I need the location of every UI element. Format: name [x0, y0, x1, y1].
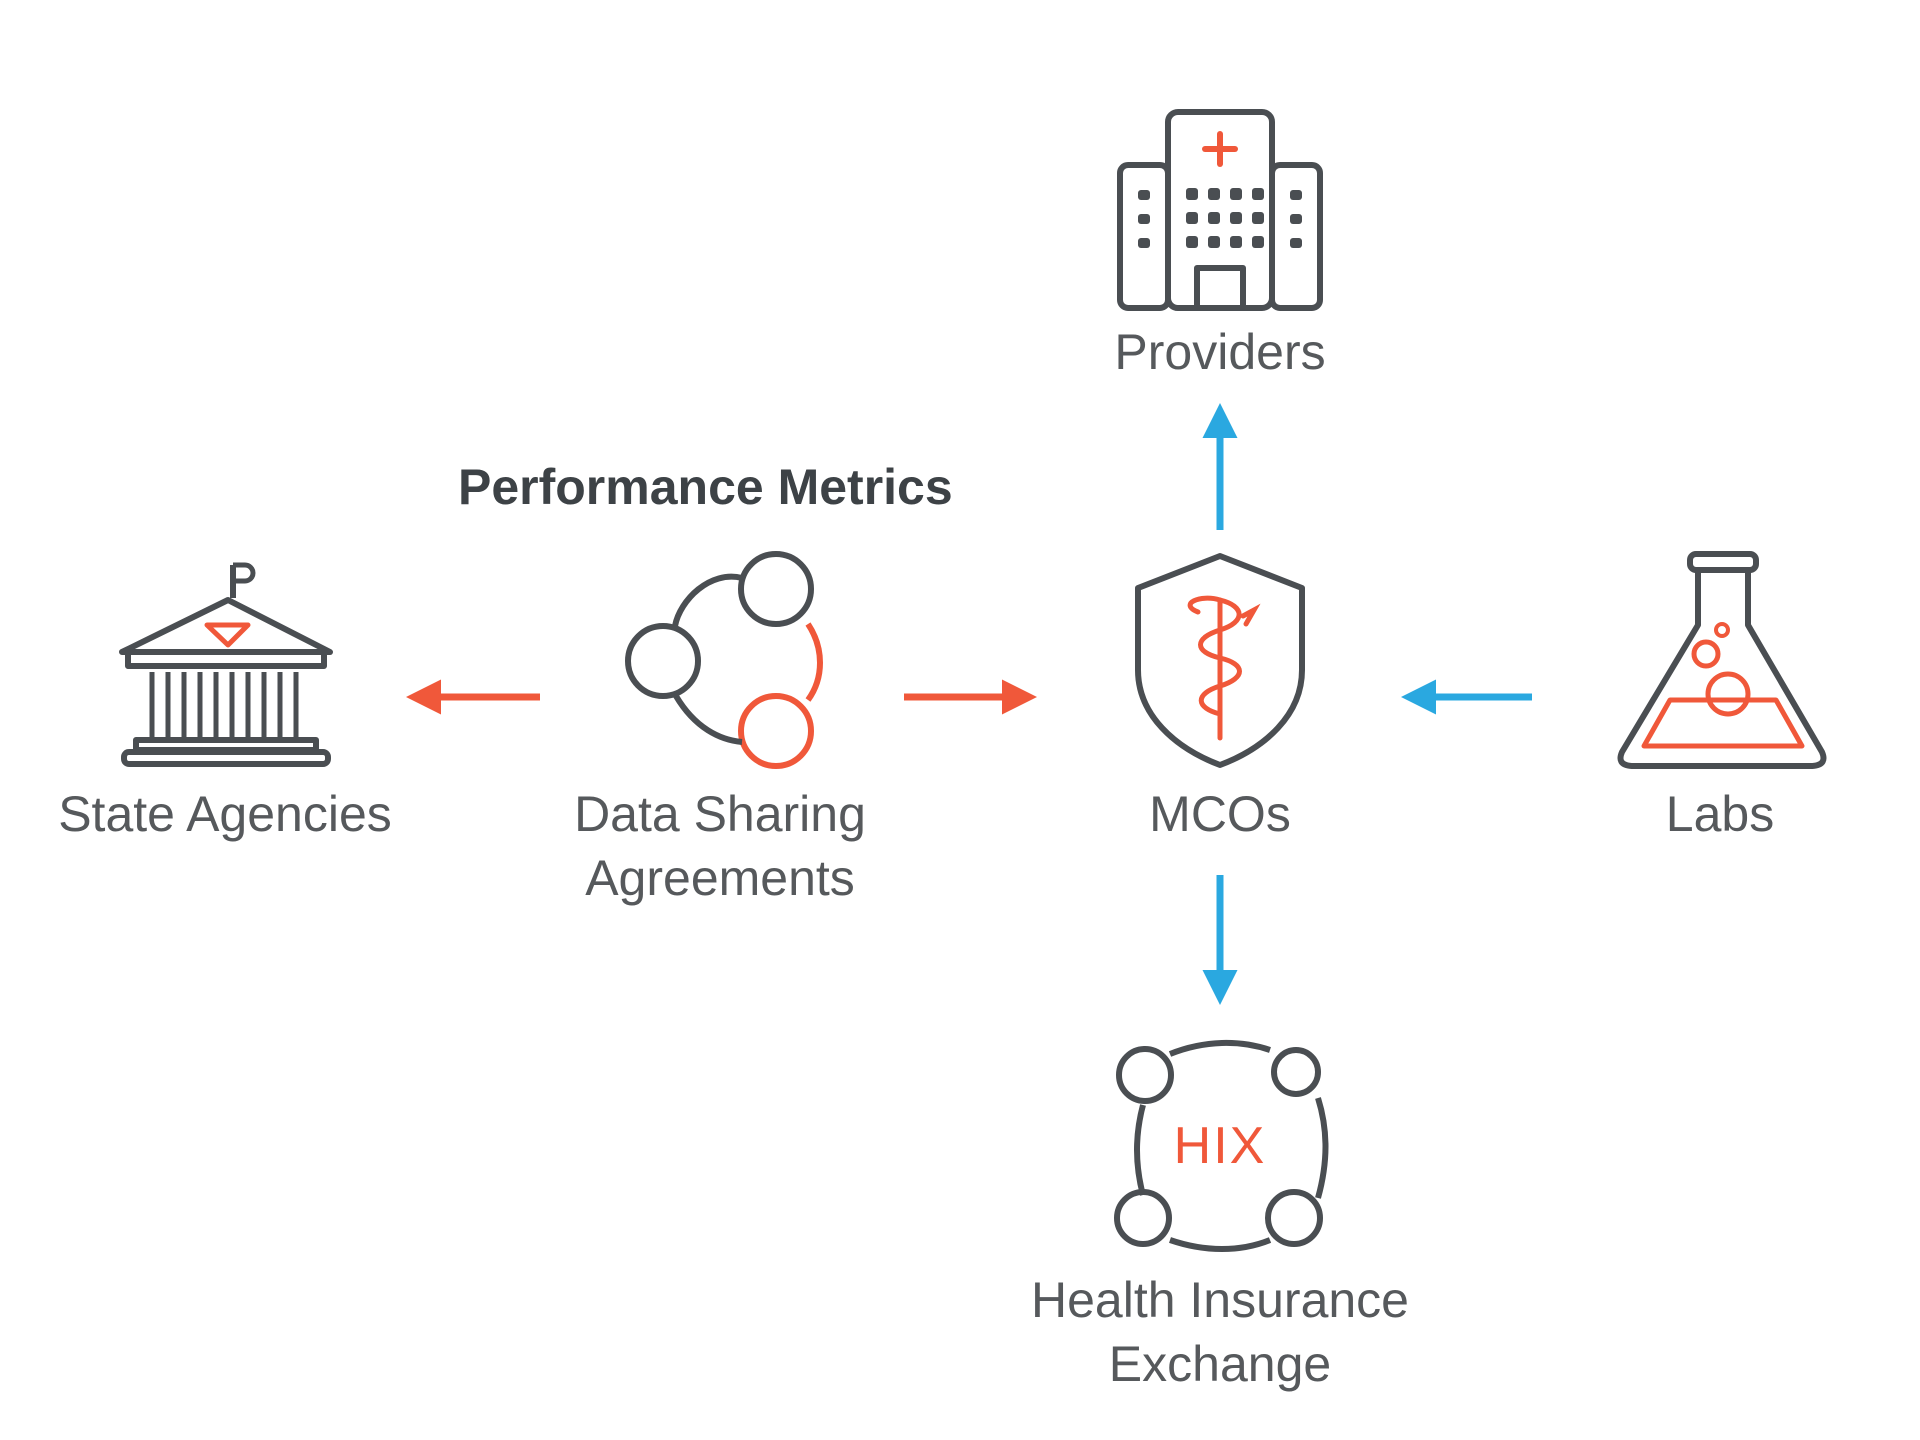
network-cycle-icon — [625, 551, 823, 769]
hix-label-line2: Exchange — [1108, 1336, 1332, 1392]
labs-label: Labs — [1600, 782, 1840, 846]
hix-icon-text: HIX — [1173, 1117, 1267, 1175]
providers-label-text: Providers — [1114, 324, 1326, 380]
providers-label: Providers — [1060, 320, 1380, 384]
data-sharing-label-line2: Agreements — [585, 850, 855, 906]
data-sharing-label-line1: Data Sharing — [574, 786, 866, 842]
state-agencies-label: State Agencies — [40, 782, 410, 846]
medical-shield-icon — [1135, 553, 1305, 768]
hix-label: Health Insurance Exchange — [1000, 1268, 1440, 1396]
mcos-label: MCOs — [1080, 782, 1360, 846]
performance-metrics-label: Performance Metrics — [458, 459, 953, 515]
mcos-label-text: MCOs — [1149, 786, 1291, 842]
state-agencies-label-text: State Agencies — [58, 786, 392, 842]
hix-label-line1: Health Insurance — [1030, 1272, 1409, 1328]
data-sharing-label: Data Sharing Agreements — [540, 782, 900, 910]
lab-flask-icon — [1617, 551, 1827, 769]
hix-network-icon — [1114, 1039, 1329, 1252]
government-building-icon — [119, 562, 333, 767]
labs-label-text: Labs — [1665, 786, 1775, 842]
hospital-icon — [1117, 109, 1323, 311]
